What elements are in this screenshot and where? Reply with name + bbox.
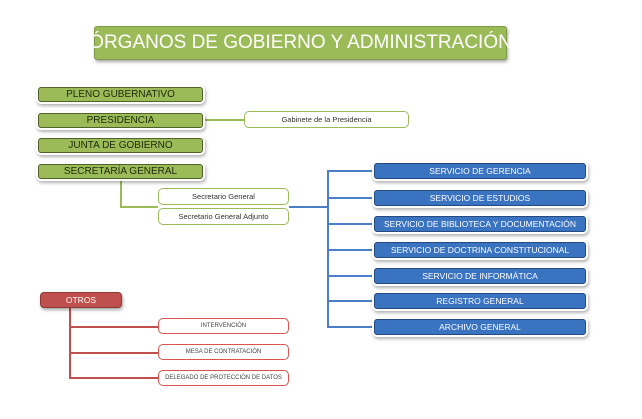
connector-service	[327, 249, 374, 251]
otros-mesa-contratacion: MESA DE CONTRATACIÓN	[158, 344, 289, 360]
service-doctrina: SERVICIO DE DOCTRINA CONSTITUCIONAL	[374, 242, 586, 258]
otros-intervencion: INTERVENCIÓN	[158, 318, 289, 334]
connector-secretaria-h	[120, 206, 158, 208]
connector-secretaria-v	[120, 178, 122, 207]
connector-service	[327, 326, 374, 328]
connector-service	[327, 170, 374, 172]
service-informatica: SERVICIO DE INFORMÁTICA	[374, 268, 586, 284]
organ-pleno-gubernativo: PLENO GUBERNATIVO	[38, 87, 203, 102]
connector-otros	[69, 326, 158, 328]
connector-service	[327, 223, 374, 225]
service-gerencia: SERVICIO DE GERENCIA	[374, 163, 586, 179]
secretario-general-adjunto: Secretario General Adjunto	[158, 208, 289, 225]
connector-services-h	[289, 206, 327, 208]
connector-otros	[69, 377, 158, 379]
organ-presidencia: PRESIDENCIA	[38, 113, 203, 128]
service-registro: REGISTRO GENERAL	[374, 293, 586, 309]
organ-secretaria-general: SECRETARÍA GENERAL	[38, 164, 203, 179]
organ-junta-de-gobierno: JUNTA DE GOBIERNO	[38, 138, 203, 153]
otros-box: OTROS	[40, 292, 122, 308]
service-archivo: ARCHIVO GENERAL	[374, 319, 586, 335]
gabinete-presidencia: Gabinete de la Presidencia	[244, 111, 409, 128]
connector-otros	[69, 352, 158, 354]
connector-service	[327, 197, 374, 199]
secretario-general: Secretario General	[158, 188, 289, 205]
connector-service	[327, 275, 374, 277]
connector-services-v	[327, 170, 329, 327]
connector-presidencia	[203, 119, 244, 121]
chart-title: ÓRGANOS DE GOBIERNO Y ADMINISTRACIÓN	[89, 26, 512, 60]
otros-delegado-datos: DELEGADO DE PROTECCIÓN DE DATOS	[158, 370, 289, 386]
service-estudios: SERVICIO DE ESTUDIOS	[374, 190, 586, 206]
connector-otros-v	[69, 308, 71, 378]
connector-service	[327, 300, 374, 302]
service-biblioteca: SERVICIO DE BIBLIOTECA Y DOCUMENTACIÓN	[374, 216, 586, 232]
